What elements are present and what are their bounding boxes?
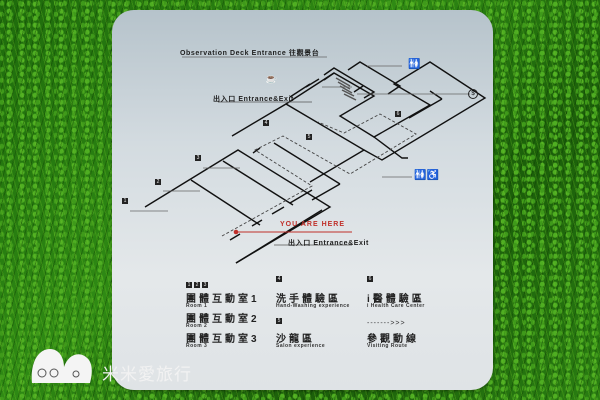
floor-map-sign: Observation Deck Entrance 往觀景台 出入口 Entra… — [112, 10, 493, 390]
marker-1: 1 — [122, 198, 128, 204]
legend-route-subtitle: Visiting Route — [367, 343, 408, 349]
marker-4: 4 — [263, 120, 269, 126]
floor-plan-diagram — [130, 56, 487, 264]
cafe-icon: ☕ — [265, 74, 278, 85]
legend-room3-title: 團體互動室3 — [186, 334, 260, 345]
top-exit-label: 出入口 Entrance&Exit — [213, 96, 294, 103]
main-hall-outline — [144, 149, 332, 264]
legend-handwash-title: 洗手體驗區 — [276, 294, 341, 305]
accessible-restroom-icon: 🚻♿ — [414, 170, 439, 181]
bottom-exit-label: 出入口 Entrance&Exit — [288, 240, 369, 247]
legend-room1-title: 團體互動室1 — [186, 294, 260, 305]
legend-route-title: 參觀動線 — [367, 334, 419, 345]
watermark-text: 米米愛旅行 — [102, 365, 192, 385]
observation-deck-label: Observation Deck Entrance 往觀景台 — [180, 50, 320, 57]
legend-salon-title: 沙龍區 — [276, 334, 315, 345]
legend-room2-subtitle: Room 2 — [186, 323, 208, 329]
legend-badge-4: 4 — [276, 276, 282, 282]
legend-salon-subtitle: Salon experience — [276, 343, 326, 349]
atm-icon: $ — [468, 89, 478, 99]
marker-5: 5 — [306, 134, 312, 140]
legend-badge-5: 5 — [276, 318, 282, 324]
marker-6: 6 — [395, 111, 401, 117]
you-are-here-dot — [233, 229, 239, 235]
legend-handwash-subtitle: Hand-Washing experience — [276, 303, 350, 309]
legend-health-subtitle: i Health Care Center — [367, 303, 425, 309]
legend-health-title: i醫體驗區 — [367, 294, 425, 305]
watermark-logo-icon — [31, 349, 92, 383]
restroom-icon: 🚻 — [408, 59, 421, 70]
marker-2: 2 — [155, 179, 161, 185]
you-are-here-label: YOU ARE HERE — [280, 221, 346, 228]
legend-badge-6: 6 — [367, 276, 373, 282]
legend-route-sample: ------->>> — [367, 320, 406, 327]
legend-room2-title: 團體互動室2 — [186, 314, 260, 325]
visiting-route-path — [221, 113, 417, 237]
legend-room3-subtitle: Room 3 — [186, 343, 208, 349]
marker-3: 3 — [195, 155, 201, 161]
legend-room1-subtitle: Room 1 — [186, 303, 208, 309]
